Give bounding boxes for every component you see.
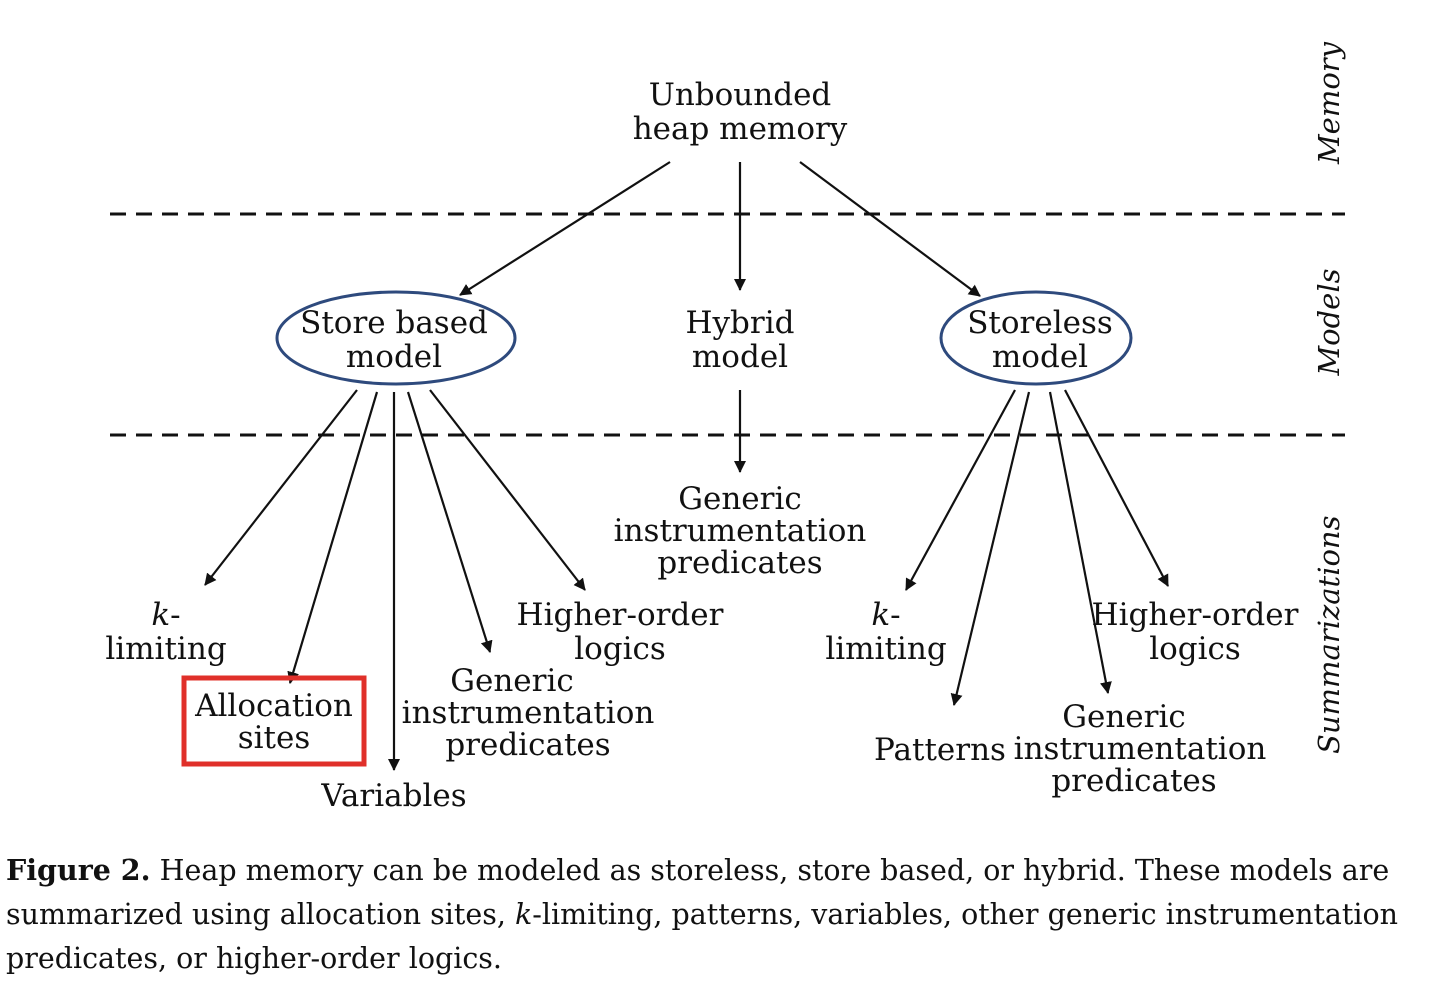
- store-based-highlight-ellipse: [275, 290, 517, 386]
- arrow-store-to-k-limiting: [204, 389, 358, 586]
- node-line: logics: [1149, 631, 1241, 667]
- diagram-canvas: [110, 161, 1345, 771]
- node-line: k-: [825, 598, 946, 632]
- node-storeless-k-limiting: k- limiting: [825, 598, 946, 666]
- node-line: Higher-order: [516, 597, 724, 633]
- node-line: heap memory: [632, 111, 848, 147]
- node-storeless-model: Storeless model: [967, 306, 1113, 374]
- node-line: Allocation: [195, 688, 353, 724]
- node-hybrid-generic-predicates: Generic instrumentation predicates: [614, 483, 867, 579]
- node-line: Generic: [450, 663, 574, 699]
- node-line: predicates: [657, 545, 823, 581]
- node-line: k-: [105, 598, 226, 632]
- node-store-higher-order-logics: Higher-order logics: [517, 598, 724, 666]
- node-line: predicates: [1051, 763, 1217, 799]
- node-allocation-sites: Allocation sites: [195, 690, 353, 754]
- node-line: model: [691, 339, 789, 375]
- node-line: model: [991, 339, 1089, 375]
- storeless-highlight-ellipse: [939, 290, 1133, 386]
- node-line: Storeless: [967, 305, 1113, 341]
- node-line: Variables: [321, 778, 467, 814]
- arrow-storeless-to-patterns: [950, 391, 1031, 706]
- k-symbol: k: [151, 597, 171, 633]
- band-label-summarizations: Summarizations: [1312, 515, 1346, 755]
- arrow-root-to-storeless: [799, 161, 981, 297]
- arrow-storeless-to-higher-order: [1064, 389, 1169, 587]
- node-unbounded-heap-memory: Unbounded heap memory: [633, 78, 848, 146]
- arrow-root-to-store-based: [459, 161, 671, 296]
- node-line: instrumentation: [1013, 731, 1267, 767]
- node-store-based-model: Store based model: [300, 306, 488, 374]
- node-variables: Variables: [321, 779, 466, 813]
- arrow-storeless-to-k-limiting: [905, 389, 1016, 591]
- node-line: Unbounded: [648, 77, 832, 113]
- node-line: logics: [574, 631, 666, 667]
- caption-text: Heap memory can be modeled as storeless,…: [6, 854, 1390, 931]
- node-store-k-limiting: k- limiting: [105, 598, 226, 666]
- hyphen: -: [890, 597, 901, 633]
- node-storeless-higher-order-logics: Higher-order logics: [1092, 598, 1299, 666]
- node-line: Generic: [678, 481, 802, 517]
- node-line: sites: [237, 720, 311, 756]
- allocation-sites-highlight-box: [181, 675, 367, 767]
- arrow-storeless-to-generic: [1048, 391, 1112, 694]
- caption-text-rest: -limiting, patterns, variables, other ge…: [6, 898, 1398, 975]
- node-line: instrumentation: [401, 695, 655, 731]
- node-store-generic-predicates: Generic instrumentation predicates: [402, 665, 655, 761]
- figure-caption: Figure 2. Heap memory can be modeled as …: [6, 848, 1446, 981]
- figure-label: Figure 2.: [6, 853, 151, 887]
- node-line: Store based: [300, 305, 488, 341]
- node-line: instrumentation: [613, 513, 867, 549]
- node-line: Generic: [1062, 699, 1186, 735]
- node-line: limiting: [825, 631, 947, 667]
- node-hybrid-model: Hybrid model: [686, 306, 795, 374]
- node-line: Patterns: [874, 732, 1006, 768]
- node-line: predicates: [445, 727, 611, 763]
- arrow-store-to-generic: [406, 391, 493, 653]
- node-line: limiting: [105, 631, 227, 667]
- node-line: Higher-order: [1091, 597, 1299, 633]
- caption-k-symbol: k: [514, 898, 533, 931]
- node-patterns: Patterns: [874, 733, 1006, 767]
- hyphen: -: [170, 597, 181, 633]
- node-line: model: [345, 339, 443, 375]
- node-line: Hybrid: [685, 305, 795, 341]
- k-symbol: k: [871, 597, 891, 633]
- band-label-memory: Memory: [1312, 41, 1346, 165]
- arrow-store-to-higher-order: [429, 389, 586, 591]
- node-storeless-generic-predicates: Generic instrumentation predicates: [1014, 701, 1267, 797]
- band-label-models: Models: [1312, 268, 1346, 376]
- arrow-store-to-allocation: [287, 391, 379, 684]
